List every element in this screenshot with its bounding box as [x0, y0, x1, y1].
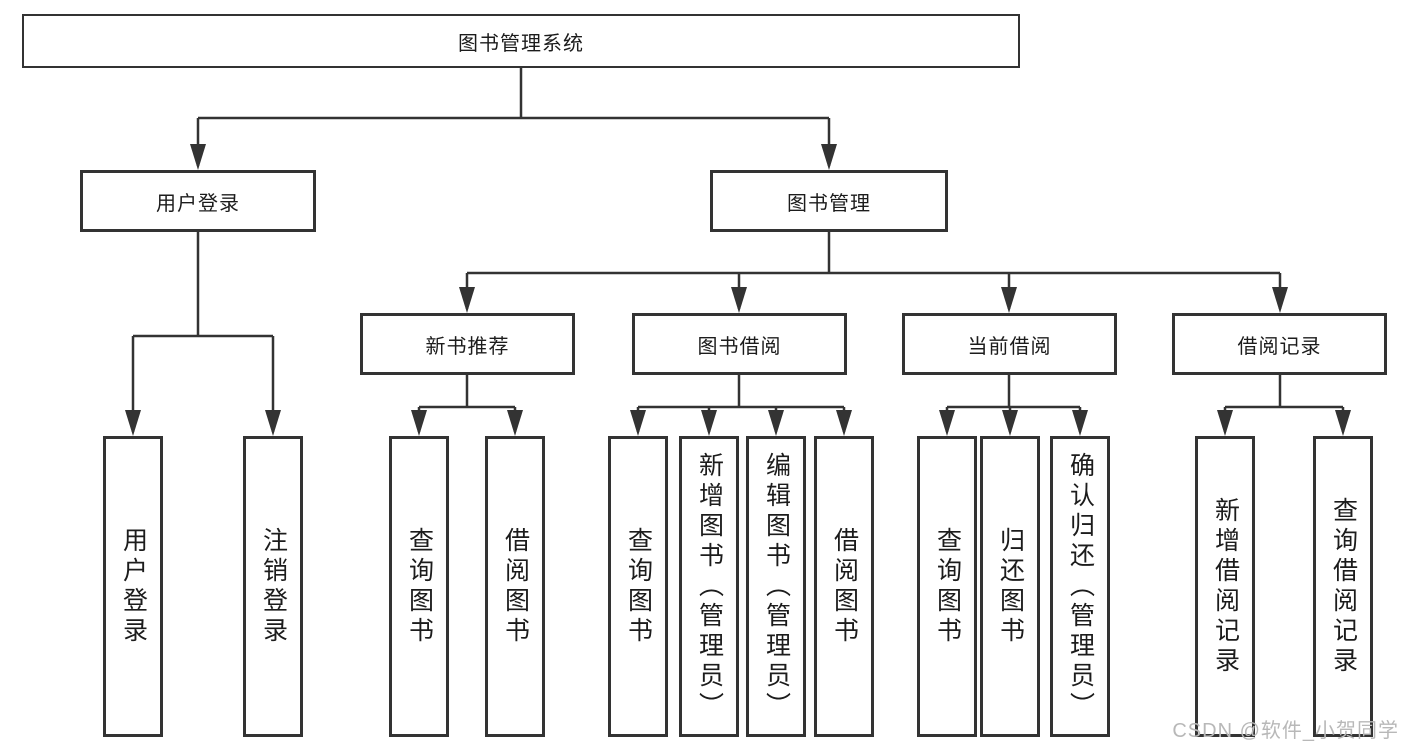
leaf-borrow-add-admin-label: 新增图书（管理员） — [695, 451, 724, 722]
node-borrow-records-label: 借阅记录 — [1237, 335, 1322, 358]
leaf-logout: 注销登录 — [243, 436, 303, 737]
node-new-book-recommend-label: 新书推荐 — [425, 335, 510, 358]
leaf-borrow-add-admin: 新增图书（管理员） — [679, 436, 739, 737]
leaf-current-query: 查询图书 — [917, 436, 977, 737]
leaf-current-query-label: 查询图书 — [933, 526, 962, 647]
connector-new-book-branch — [417, 375, 517, 432]
leaf-logout-label: 注销登录 — [259, 526, 288, 647]
node-borrow-records: 借阅记录 — [1172, 313, 1387, 375]
leaf-borrow-query: 查询图书 — [608, 436, 668, 737]
node-book-borrow-label: 图书借阅 — [697, 335, 782, 358]
leaf-newbook-borrow-label: 借阅图书 — [501, 526, 530, 647]
leaf-current-confirm-admin: 确认归还（管理员） — [1050, 436, 1110, 737]
node-book-mgmt: 图书管理 — [710, 170, 948, 232]
leaf-record-query: 查询借阅记录 — [1313, 436, 1373, 737]
leaf-newbook-query-label: 查询图书 — [405, 526, 434, 647]
leaf-newbook-borrow: 借阅图书 — [485, 436, 545, 737]
connector-book-mgmt-branch — [465, 232, 1282, 309]
node-book-borrow: 图书借阅 — [632, 313, 847, 375]
leaf-newbook-query: 查询图书 — [389, 436, 449, 737]
leaf-user-login-label: 用户登录 — [119, 526, 148, 647]
leaf-record-add: 新增借阅记录 — [1195, 436, 1255, 737]
node-current-borrow-label: 当前借阅 — [967, 335, 1052, 358]
node-current-borrow: 当前借阅 — [902, 313, 1117, 375]
arrowheads — [125, 144, 1351, 436]
watermark: CSDN @软件_小贺同学 — [1172, 720, 1399, 742]
connector-root-to-level2 — [196, 68, 831, 166]
node-user-login: 用户登录 — [80, 170, 316, 232]
node-book-mgmt-label: 图书管理 — [787, 192, 871, 215]
leaf-record-query-label: 查询借阅记录 — [1329, 496, 1358, 677]
leaf-borrow-edit-admin-label: 编辑图书（管理员） — [762, 451, 791, 722]
node-root: 图书管理系统 — [22, 14, 1020, 68]
leaf-current-return: 归还图书 — [980, 436, 1040, 737]
leaf-user-login: 用户登录 — [103, 436, 163, 737]
leaf-current-return-label: 归还图书 — [996, 526, 1025, 647]
connector-records-branch — [1223, 375, 1345, 432]
node-user-login-label: 用户登录 — [156, 192, 240, 215]
leaf-borrow-query-label: 查询图书 — [624, 526, 653, 647]
node-new-book-recommend: 新书推荐 — [360, 313, 575, 375]
leaf-borrow-edit-admin: 编辑图书（管理员） — [746, 436, 806, 737]
connector-user-login-branch — [131, 232, 275, 432]
leaf-record-add-label: 新增借阅记录 — [1211, 496, 1240, 677]
node-root-label: 图书管理系统 — [458, 32, 584, 55]
connector-borrow-branch — [636, 375, 846, 432]
leaf-current-confirm-admin-label: 确认归还（管理员） — [1066, 451, 1095, 722]
leaf-borrow-book: 借阅图书 — [814, 436, 874, 737]
leaf-borrow-book-label: 借阅图书 — [830, 526, 859, 647]
